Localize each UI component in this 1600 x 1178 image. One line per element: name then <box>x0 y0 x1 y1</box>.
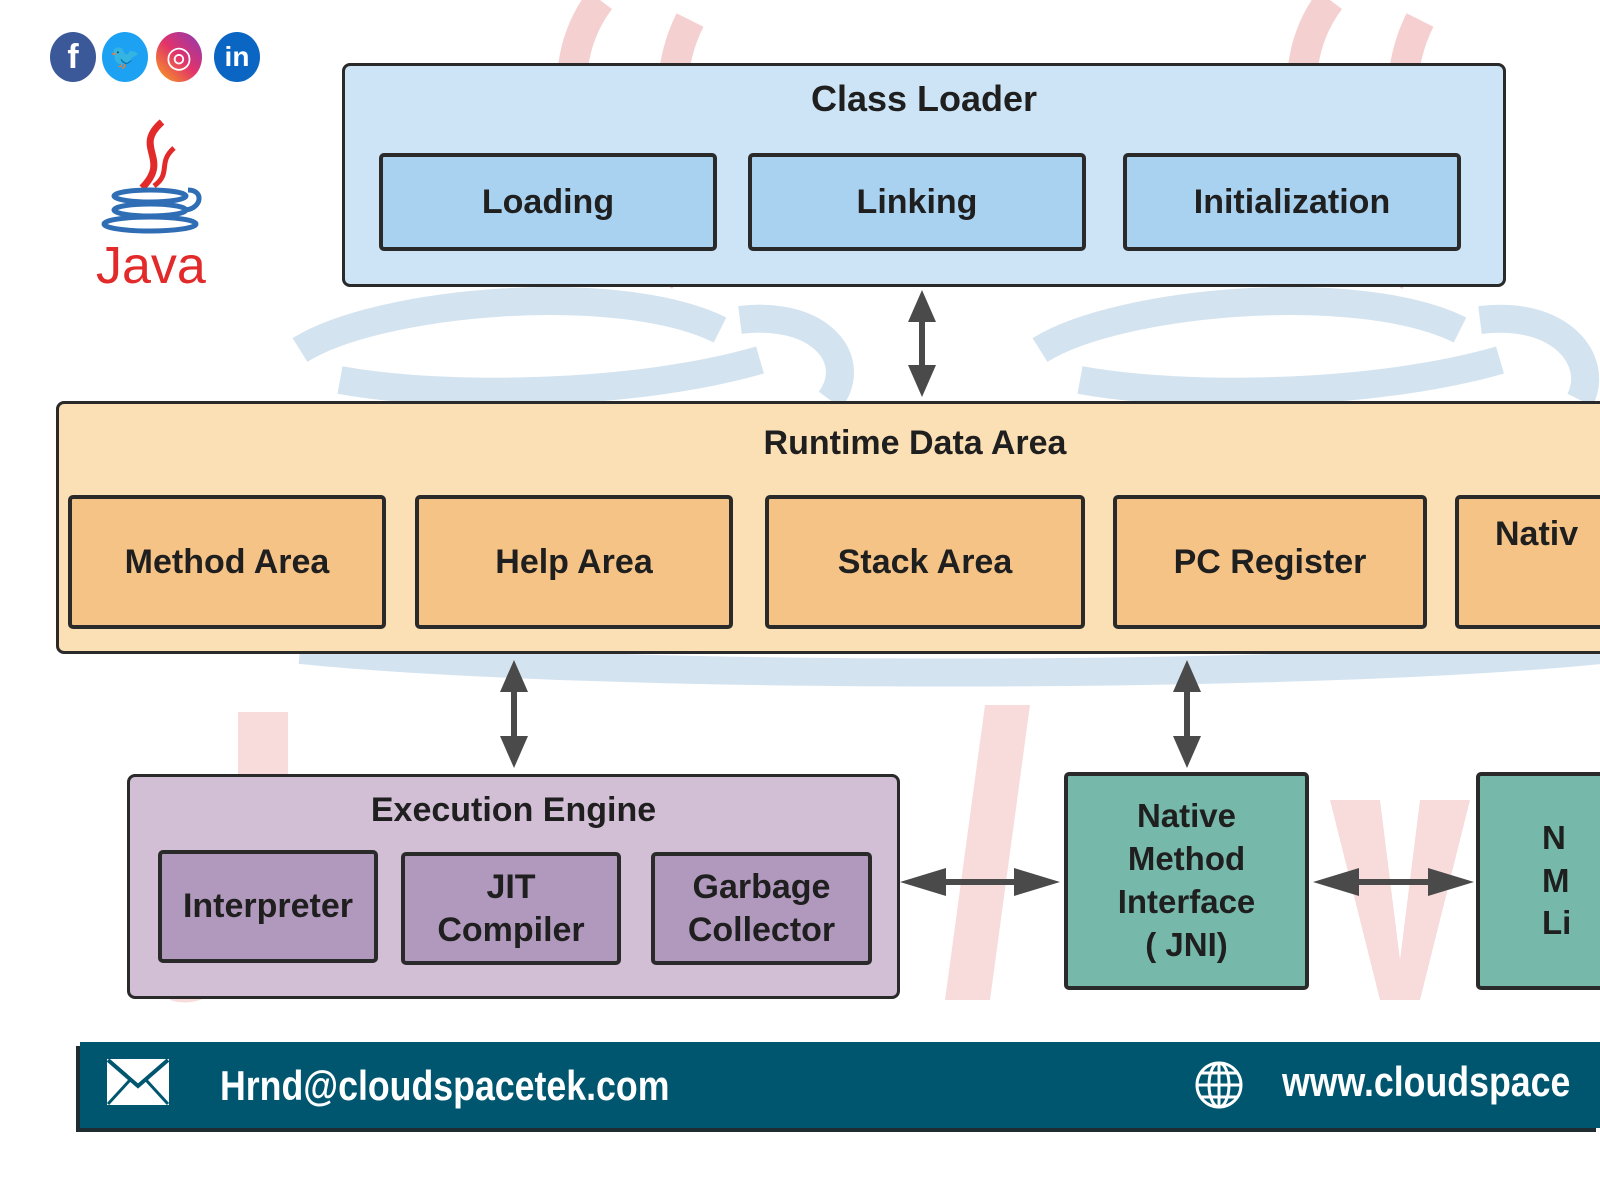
native-method-libraries-box: N M Li <box>1476 772 1600 990</box>
twitter-icon[interactable]: 🐦 <box>102 32 148 82</box>
website-link[interactable]: www.cloudspace <box>1282 1058 1571 1105</box>
initialization-box: Initialization <box>1123 153 1461 251</box>
instagram-glyph: ◎ <box>165 40 193 74</box>
linkedin-icon[interactable]: in <box>214 32 260 82</box>
jit-compiler-box: JIT Compiler <box>401 852 621 965</box>
linking-box: Linking <box>748 153 1086 251</box>
instagram-icon[interactable]: ◎ <box>156 32 202 82</box>
linkedin-glyph: in <box>224 41 250 72</box>
jni-line-1: Native <box>1136 797 1237 835</box>
jni-line-4: ( JNI) <box>1145 925 1228 963</box>
jit-compiler-label: JIT Compiler <box>437 868 585 949</box>
native-method-interface-box: Native Method Interface ( JNI) <box>1064 772 1309 990</box>
native-method-stack-label: Nativ <box>1495 515 1579 553</box>
method-area-box: Method Area <box>68 495 386 629</box>
jni-line-3: Interface <box>1117 883 1256 920</box>
nml-line-2: M <box>1542 861 1570 899</box>
java-logo-text: Java <box>96 237 206 295</box>
loading-box: Loading <box>379 153 717 251</box>
execution-engine-title: Execution Engine <box>370 791 657 829</box>
garbage-collector-box: Garbage Collector <box>651 852 872 965</box>
stack-area-box: Stack Area <box>765 495 1085 629</box>
garbage-collector-label: Garbage Collector <box>687 868 836 949</box>
runtime-data-area-title: Runtime Data Area <box>763 424 1067 462</box>
facebook-glyph: f <box>67 37 79 76</box>
native-method-stack-box: Nativ <box>1455 495 1600 629</box>
jni-line-2: Method <box>1127 840 1246 878</box>
pc-register-box: PC Register <box>1113 495 1427 629</box>
contact-footer: Hrnd@cloudspacetek.com www.cloudspace <box>80 1042 1600 1128</box>
nml-line-1: N <box>1542 818 1566 856</box>
interpreter-box: Interpreter <box>158 850 378 963</box>
mail-icon <box>106 1058 170 1106</box>
email-link[interactable]: Hrnd@cloudspacetek.com <box>220 1062 670 1109</box>
globe-icon <box>1195 1061 1243 1109</box>
help-area-box: Help Area <box>415 495 733 629</box>
java-logo: Java <box>92 118 212 300</box>
twitter-glyph: 🐦 <box>110 43 140 71</box>
nml-line-3: Li <box>1542 904 1572 942</box>
class-loader-title: Class Loader <box>810 78 1038 119</box>
facebook-icon[interactable]: f <box>50 32 96 82</box>
java-cup-icon <box>101 119 202 234</box>
